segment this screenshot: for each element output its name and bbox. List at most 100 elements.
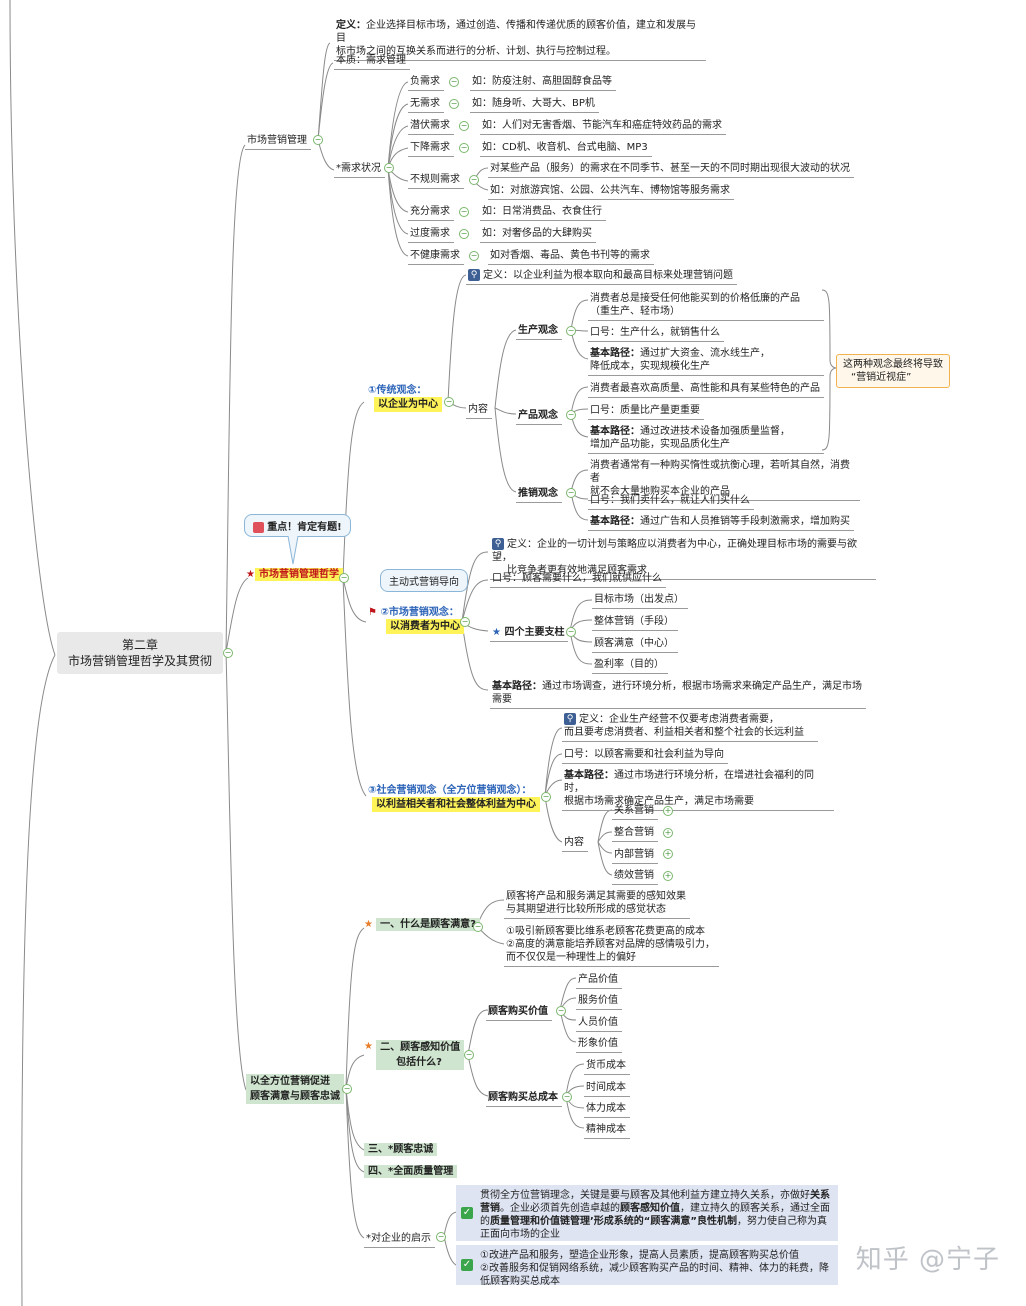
four-pillars[interactable]: ★ 四个主要支柱: [490, 624, 569, 642]
demand-detail[interactable]: 如：防疫注射、高胆固醇食品等: [470, 73, 616, 91]
product-concept[interactable]: 产品观念: [516, 407, 562, 425]
production-concept[interactable]: 生产观念: [516, 322, 562, 340]
demand-negative[interactable]: 负需求: [408, 73, 444, 91]
collapse-toggle-icon[interactable]: [339, 573, 349, 583]
selling-item[interactable]: 消费者通常有一种购买惰性或抗衡心理，若听其自然，消费者 就不会大量地购买本企业的…: [588, 457, 860, 501]
expand-toggle-icon[interactable]: [663, 806, 673, 816]
cost-item[interactable]: 时间成本: [584, 1079, 630, 1097]
production-slogan[interactable]: 口号：生产什么，就销售什么: [588, 324, 724, 342]
collapse-toggle-icon[interactable]: [459, 143, 469, 153]
myopia-note[interactable]: 这两种观念最终将导致 “营销近视症”: [836, 354, 950, 388]
value-item[interactable]: 产品价值: [576, 971, 622, 989]
value-item[interactable]: 服务价值: [576, 992, 622, 1010]
demand-detail[interactable]: 如：CD机、收音机、台式电脑、MP3: [480, 139, 652, 157]
pillar-item[interactable]: 顾客满意（中心）: [592, 635, 678, 653]
essence-node[interactable]: 本质：需求管理: [334, 52, 410, 70]
collapse-toggle-icon[interactable]: [469, 251, 479, 261]
collapse-toggle-icon[interactable]: [464, 1050, 474, 1060]
marketing-definition[interactable]: ⚲定义：企业的一切计划与策略应以消费者为中心，正确处理目标市场的需要与欲望， 比…: [490, 536, 876, 580]
collapse-toggle-icon[interactable]: [223, 648, 233, 658]
collapse-toggle-icon[interactable]: [313, 135, 323, 145]
insight-box-2[interactable]: ✓ ①改进产品和服务，塑造企业形象，提高人员素质，提高顾客购买总价值 ②改善服务…: [456, 1245, 838, 1287]
demand-detail[interactable]: 如对香烟、毒品、黄色书刊等的需求: [488, 247, 654, 265]
section-tqm[interactable]: 四、*全面质量管理: [364, 1165, 458, 1178]
traditional-definition[interactable]: ⚲定义：以企业利益为根本取向和最高目标来处理营销问题: [466, 267, 737, 285]
social-item[interactable]: 关系营销: [612, 802, 658, 820]
section-perceived-value[interactable]: ★ 二、顾客感知价值 包括什么?: [364, 1040, 465, 1070]
section-satisfaction[interactable]: ★ 一、什么是顾客满意?: [364, 918, 480, 931]
social-item[interactable]: 内部营销: [612, 846, 658, 864]
marketing-slogan[interactable]: 口号：顾客需要什么，我们就供应什么: [490, 570, 666, 588]
collapse-toggle-icon[interactable]: [556, 1006, 566, 1016]
marketing-concept[interactable]: ⚑ ②市场营销观念： 以消费者为中心: [368, 606, 464, 634]
expand-toggle-icon[interactable]: [663, 828, 673, 838]
social-path[interactable]: 基本路径：通过市场进行环境分析，在增进社会福利的同时， 根据市场需求确定产品生产…: [562, 767, 834, 811]
demand-none[interactable]: 无需求: [408, 95, 444, 113]
pillar-item[interactable]: 盈利率（目的）: [592, 656, 668, 674]
product-path[interactable]: 基本路径：通过改进技术设备加强质量监督， 增加产品功能，实现品质化生产: [588, 423, 824, 454]
satisfaction-points[interactable]: ①吸引新顾客要比维系老顾客花费更高的成本 ②高度的满意能培养顾客对品牌的感情吸引…: [504, 923, 719, 967]
social-concept[interactable]: ③社会营销观念（全方位营销观念）： 以利益相关者和社会整体利益为中心: [368, 784, 540, 812]
insight-node[interactable]: *对企业的启示: [364, 1230, 435, 1248]
selling-concept[interactable]: 推销观念: [516, 485, 562, 503]
customer-buy-cost[interactable]: 顾客购买总成本: [486, 1089, 562, 1107]
social-item[interactable]: 整合营销: [612, 824, 658, 842]
social-item[interactable]: 绩效营销: [612, 867, 658, 885]
demand-detail[interactable]: 对某些产品（服务）的需求在不同季节、甚至一天的不同时期出现很大波动的状况: [488, 160, 854, 178]
root-topic[interactable]: 第二章 市场营销管理哲学及其贯彻: [57, 632, 223, 674]
collapse-toggle-icon[interactable]: [384, 163, 394, 173]
collapse-toggle-icon[interactable]: [566, 326, 576, 336]
collapse-toggle-icon[interactable]: [459, 229, 469, 239]
collapse-toggle-icon[interactable]: [566, 627, 576, 637]
expand-toggle-icon[interactable]: [663, 849, 673, 859]
collapse-toggle-icon[interactable]: [473, 922, 483, 932]
collapse-toggle-icon[interactable]: [566, 488, 576, 498]
demand-unhealthy[interactable]: 不健康需求: [408, 247, 464, 265]
collapse-toggle-icon[interactable]: [436, 1232, 446, 1242]
product-slogan[interactable]: 口号：质量比产量更重要: [588, 402, 704, 420]
social-slogan[interactable]: 口号：以顾客需要和社会利益为导向: [562, 746, 728, 764]
selling-slogan[interactable]: 口号：我们卖什么，就让人们买什么: [588, 492, 754, 510]
demand-excessive[interactable]: 过度需求: [408, 225, 454, 243]
cost-item[interactable]: 体力成本: [584, 1100, 630, 1118]
collapse-toggle-icon[interactable]: [469, 175, 479, 185]
marketing-path[interactable]: 基本路径：通过市场调查，进行环境分析，根据市场需求来确定产品生产，满足市场 需要: [490, 678, 866, 709]
collapse-toggle-icon[interactable]: [459, 207, 469, 217]
cost-item[interactable]: 货币成本: [584, 1057, 630, 1075]
insight-box-1[interactable]: ✓ 贯彻全方位营销理念，关键是要与顾客及其他利益方建立持久关系，亦做好关系营销。…: [456, 1185, 838, 1241]
value-item[interactable]: 形象价值: [576, 1035, 622, 1053]
expand-toggle-icon[interactable]: [663, 871, 673, 881]
social-definition[interactable]: ⚲定义：企业生产经营不仅要考虑消费者需要， 而且要考虑消费者、利益相关者和整个社…: [562, 711, 818, 742]
demand-detail[interactable]: 如：日常消费品、衣食住行: [480, 203, 606, 221]
selling-path[interactable]: 基本路径：通过广告和人员推销等手段刺激需求，增加购买: [588, 513, 854, 531]
collapse-toggle-icon[interactable]: [460, 617, 470, 627]
collapse-toggle-icon[interactable]: [342, 1084, 352, 1094]
demand-detail[interactable]: 如：随身听、大哥大、BP机: [470, 95, 599, 113]
branch-customer-satisfaction[interactable]: 以全方位营销促进 顾客满意与顾客忠诚: [246, 1074, 344, 1104]
collapse-toggle-icon[interactable]: [562, 1092, 572, 1102]
customer-buy-value[interactable]: 顾客购买价值: [486, 1003, 552, 1021]
value-item[interactable]: 人员价值: [576, 1014, 622, 1032]
collapse-toggle-icon[interactable]: [566, 410, 576, 420]
demand-declining[interactable]: 下降需求: [408, 139, 454, 157]
demand-full[interactable]: 充分需求: [408, 203, 454, 221]
traditional-content-label[interactable]: 内容: [466, 401, 492, 419]
branch-marketing-management[interactable]: 市场营销管理: [245, 132, 311, 150]
definition-node[interactable]: 定义：企业选择目标市场，通过创造、传播和传递优质的顾客价值，建立和发展与目 标市…: [334, 17, 706, 61]
demand-detail[interactable]: 如：人们对无害香烟、节能汽车和癌症特效药品的需求: [480, 117, 726, 135]
collapse-toggle-icon[interactable]: [541, 792, 551, 802]
collapse-toggle-icon[interactable]: [449, 99, 459, 109]
branch-marketing-philosophy[interactable]: ★市场营销管理哲学: [246, 568, 343, 581]
demand-irregular[interactable]: 不规则需求: [408, 171, 464, 189]
collapse-toggle-icon[interactable]: [459, 121, 469, 131]
production-path[interactable]: 基本路径：通过扩大资金、流水线生产， 降低成本，实现规模化生产: [588, 345, 824, 376]
cost-item[interactable]: 精神成本: [584, 1121, 630, 1139]
section-loyalty[interactable]: 三、*顾客忠诚: [364, 1143, 438, 1156]
traditional-concept[interactable]: ①传统观念： 以企业为中心: [368, 384, 442, 412]
collapse-toggle-icon[interactable]: [444, 397, 454, 407]
satisfaction-desc[interactable]: 顾客将产品和服务满足其需要的感知效果 与其期望进行比较所形成的感觉状态: [504, 888, 690, 919]
collapse-toggle-icon[interactable]: [449, 77, 459, 87]
demand-detail[interactable]: 如：对旅游宾馆、公园、公共汽车、博物馆等服务需求: [488, 182, 734, 200]
production-item[interactable]: 消费者总是接受任何他能买到的价格低廉的产品 （重生产、轻市场）: [588, 290, 824, 321]
social-content-label[interactable]: 内容: [562, 834, 588, 852]
